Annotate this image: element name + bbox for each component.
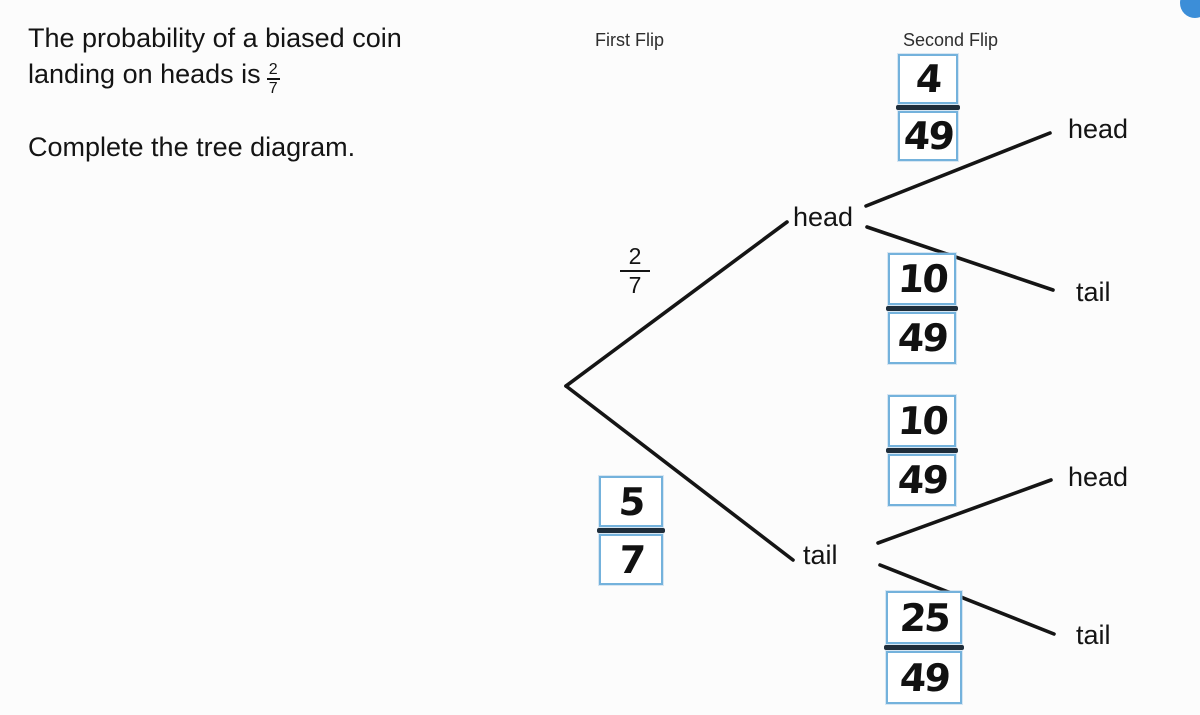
first-flip-header: First Flip [595, 30, 664, 50]
handwritten-value: 10 [896, 399, 948, 443]
handwritten-value: 10 [896, 257, 948, 301]
answer-numerator-input[interactable]: 25 [886, 591, 962, 644]
handwritten-value: 49 [896, 458, 948, 502]
answer-denominator-input[interactable]: 49 [898, 111, 958, 161]
answer-numerator-input[interactable]: 5 [599, 476, 663, 527]
first-flip-tail-label: tail [803, 540, 838, 570]
second-flip-tail-label-2: tail [1076, 620, 1111, 650]
second-flip-answer-1: 4 49 [896, 54, 960, 161]
answer-denominator-input[interactable]: 49 [888, 312, 956, 364]
handwritten-value: 7 [617, 537, 645, 582]
question-text: The probability of a biased coin landing… [28, 20, 402, 97]
first-flip-head-probability: 2 7 [620, 244, 650, 298]
handwritten-value: 49 [898, 655, 950, 700]
question-instruction: Complete the tree diagram. [28, 132, 356, 162]
second-flip-head-label-2: head [1068, 462, 1129, 492]
answer-denominator-input[interactable]: 49 [888, 454, 956, 506]
first-flip-tail-answer: 5 7 [597, 476, 665, 585]
question-line-1: The probability of a biased coin [28, 23, 402, 53]
fraction-bar [597, 528, 665, 533]
given-fraction-denominator: 7 [268, 80, 278, 97]
question-line-2-text: landing on heads is [28, 59, 261, 89]
answer-denominator-input[interactable]: 49 [886, 651, 962, 704]
given-fraction-numerator: 2 [266, 61, 280, 80]
second-flip-head-label-1: head [1068, 114, 1129, 144]
fraction-bar [886, 306, 958, 311]
second-flip-answer-4: 25 49 [884, 591, 964, 704]
handwritten-value: 5 [617, 479, 645, 524]
head-probability-denominator: 7 [628, 272, 642, 298]
handwritten-value: 4 [914, 57, 942, 101]
second-flip-tail-label-1: tail [1076, 277, 1111, 307]
answer-numerator-input[interactable]: 10 [888, 395, 956, 447]
handwritten-value: 49 [896, 316, 948, 360]
corner-blue-mark [1180, 0, 1200, 18]
handwritten-value: 25 [898, 595, 950, 640]
fraction-bar [886, 448, 958, 453]
fraction-bar [884, 645, 964, 650]
handwritten-value: 49 [902, 114, 954, 158]
second-flip-header: Second Flip [903, 30, 999, 50]
fraction-bar [896, 105, 960, 110]
head-probability-numerator: 2 [620, 244, 650, 272]
answer-denominator-input[interactable]: 7 [599, 534, 663, 585]
first-flip-head-label: head [793, 202, 854, 232]
answer-numerator-input[interactable]: 10 [888, 253, 956, 305]
second-flip-answer-3: 10 49 [886, 395, 958, 506]
answer-numerator-input[interactable]: 4 [898, 54, 958, 104]
second-flip-answer-2: 10 49 [886, 253, 958, 364]
